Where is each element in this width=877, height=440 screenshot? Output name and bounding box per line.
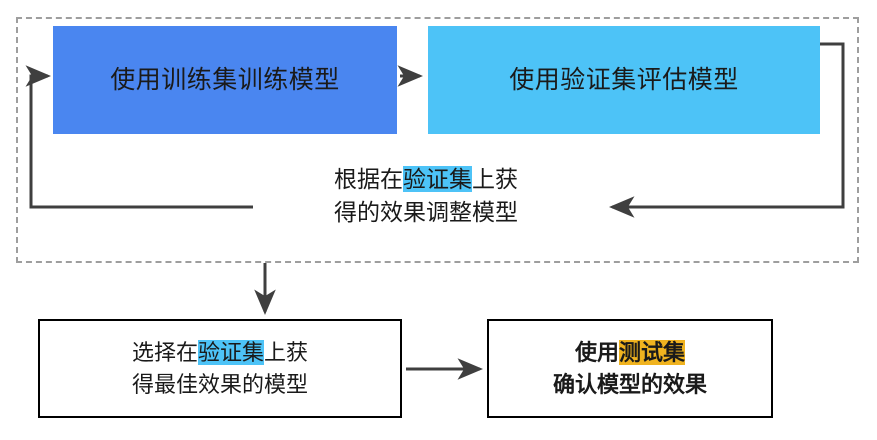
training-loop-region xyxy=(16,17,859,263)
box-select-line2: 得最佳效果的模型 xyxy=(131,371,308,397)
box-eval-label: 使用验证集评估模型 xyxy=(509,66,739,94)
feedback-caption-line1: 根据在验证集上获 xyxy=(296,163,556,196)
box-train-label: 使用训练集训练模型 xyxy=(110,66,340,94)
box-test-line2: 确认模型的效果 xyxy=(552,371,707,397)
box-select-line1: 选择在验证集上获 xyxy=(132,337,308,369)
box-train-with-training-set[interactable]: 使用训练集训练模型 xyxy=(53,26,397,134)
box-select-line1-pre: 选择在 xyxy=(131,339,198,365)
box-select-line1-post: 上获 xyxy=(264,339,309,365)
box-confirm-with-test-set[interactable]: 使用测试集 确认模型的效果 xyxy=(487,319,773,418)
validation-set-highlight: 验证集 xyxy=(197,339,264,365)
box-test-line1: 使用测试集 xyxy=(553,337,707,369)
test-set-highlight: 测试集 xyxy=(618,339,685,365)
feedback-caption: 根据在验证集上获 得的效果调整模型 xyxy=(296,163,556,230)
box-test-line1-pre: 使用 xyxy=(574,339,619,365)
box-test-text: 使用测试集 确认模型的效果 xyxy=(553,337,707,401)
feedback-caption-line2: 得的效果调整模型 xyxy=(334,199,518,226)
feedback-caption-line1-pre: 根据在 xyxy=(334,166,403,192)
feedback-caption-line1-post: 上获 xyxy=(472,166,518,192)
box-evaluate-with-validation-set[interactable]: 使用验证集评估模型 xyxy=(428,26,820,134)
validation-set-highlight: 验证集 xyxy=(403,166,472,192)
box-select-best-model[interactable]: 选择在验证集上获 得最佳效果的模型 xyxy=(38,319,402,418)
box-select-text: 选择在验证集上获 得最佳效果的模型 xyxy=(132,337,308,401)
